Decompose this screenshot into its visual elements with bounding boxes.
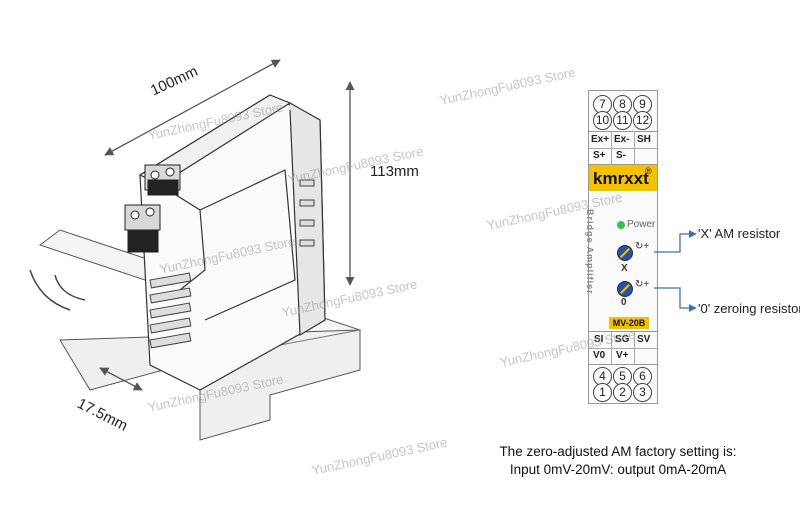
- length-dimension-line: [104, 59, 281, 156]
- bottom-terminal-grid: SI SG SV V0 V+: [589, 331, 657, 365]
- model-label: MV-20B: [609, 317, 649, 329]
- caption-line1: The zero-adjusted AM factory setting is:: [499, 444, 737, 459]
- caption-line2: Input 0mV-20mV: output 0mA-20mA: [509, 462, 727, 477]
- terminal-label: SH: [637, 134, 651, 145]
- terminal-blocks: [124, 164, 181, 253]
- terminal-label: S-: [616, 150, 626, 161]
- knob-label-x: X: [621, 263, 628, 274]
- top-terminal-grid: Ex+ Ex- SH S+ S-: [589, 131, 657, 165]
- adjust-arrow-icon: ↻+: [635, 279, 650, 290]
- terminal-number: 7: [593, 95, 612, 114]
- terminal-number: 2: [613, 383, 632, 402]
- terminal-number: 6: [633, 367, 652, 386]
- terminal-label: S+: [593, 150, 606, 161]
- device-drawing: [29, 59, 362, 441]
- terminal-label: SI: [594, 334, 604, 345]
- trademark-symbol: ®: [645, 166, 652, 176]
- terminal-number: 3: [633, 383, 652, 402]
- knob-label-zero: 0: [621, 297, 627, 308]
- adjust-arrow-icon: ↻+: [635, 241, 650, 252]
- callout-arrows: [654, 230, 697, 312]
- brand-logo: kmrxxt: [593, 169, 649, 188]
- terminal-number: 1: [593, 383, 612, 402]
- terminal-label: Ex+: [591, 134, 610, 145]
- zero-resistor-callout: '0' zeroing resistor: [698, 301, 800, 316]
- height-dimension-label: 113mm: [370, 163, 419, 180]
- terminal-label: SV: [637, 334, 651, 345]
- am-resistor-callout: 'X' AM resistor: [698, 226, 781, 241]
- terminal-label: Ex-: [614, 134, 630, 145]
- terminal-number: 11: [613, 111, 632, 130]
- terminal-number: 10: [593, 111, 612, 130]
- vent-slats: [149, 179, 315, 349]
- side-label: Bridge Amplifier: [585, 209, 595, 295]
- brand-band: kmrxxt ®: [589, 165, 657, 191]
- power-led: [617, 221, 625, 229]
- terminal-label: V+: [616, 350, 629, 361]
- rail-edge: [29, 269, 71, 311]
- terminal-number: 12: [633, 111, 652, 130]
- am-resistor-knob[interactable]: [617, 245, 633, 261]
- terminal-label: V0: [593, 350, 606, 361]
- terminal-label: SG: [615, 334, 630, 345]
- width-dimension-line: [99, 367, 143, 391]
- front-panel: 7 8 9 10 11 12 Ex+ Ex- SH S+ S- kmrxxt ®…: [585, 90, 658, 404]
- power-label: Power: [627, 219, 656, 230]
- zero-resistor-knob[interactable]: [617, 281, 633, 297]
